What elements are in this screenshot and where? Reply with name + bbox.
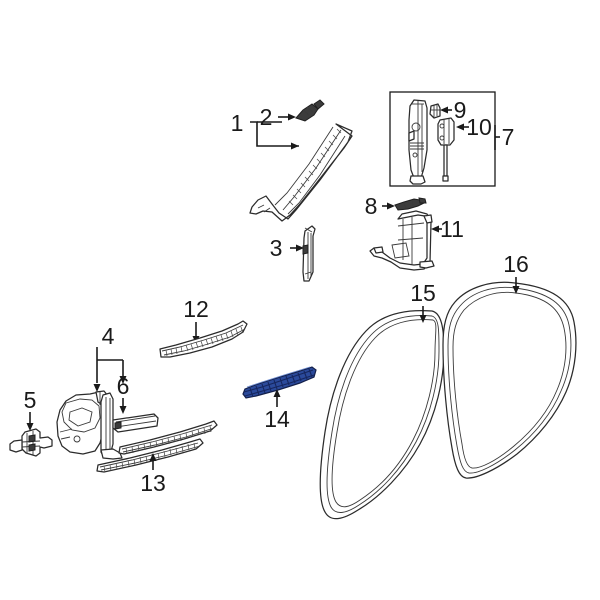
leader-line-2 <box>278 113 296 121</box>
leader-line-3 <box>290 244 304 252</box>
part-quarter-trim-bracket <box>394 197 427 211</box>
callout-label-5: 5 <box>24 387 37 413</box>
leader-line-15 <box>419 306 427 323</box>
part-rear-door-sill-plate-highlighted <box>242 366 317 407</box>
part-seat-belt-anchor-cover <box>437 117 455 182</box>
callout-label-3: 3 <box>270 235 283 261</box>
leader-line-1 <box>250 121 299 150</box>
part-group-center-pillar-inset <box>389 91 500 187</box>
leader-line-16 <box>512 277 520 294</box>
part-cowl-side-trim-panel <box>56 390 123 460</box>
callout-label-2: 2 <box>260 104 273 130</box>
part-center-pillar-trim <box>408 99 428 185</box>
part-center-pillar-upper-clip <box>429 103 441 119</box>
part-pillar-trim-clip <box>295 99 325 122</box>
part-cowl-trim-cover <box>112 413 159 433</box>
callout-label-10: 10 <box>466 114 492 140</box>
part-front-pillar-trim <box>249 123 353 222</box>
part-group-sill-12 <box>159 320 248 358</box>
part-group-quarter-trim <box>369 197 442 271</box>
leader-line-10 <box>456 123 469 131</box>
callout-label-9: 9 <box>454 97 467 123</box>
part-group-cowl-trim <box>9 347 159 460</box>
leader-line-8 <box>382 202 395 210</box>
part-front-door-weatherstrip-seal <box>319 306 445 520</box>
callout-label-14: 14 <box>264 406 290 432</box>
part-front-door-sill-plate-upper <box>159 320 248 358</box>
leader-line-9 <box>440 106 452 114</box>
part-group-front-pillar-trim <box>249 99 353 282</box>
leader-line-11 <box>431 225 442 233</box>
part-rear-door-weatherstrip-seal <box>442 277 577 479</box>
part-quarter-trim-panel <box>369 210 435 271</box>
leader-line-4 <box>93 347 127 392</box>
callout-label-12: 12 <box>183 296 209 322</box>
callout-label-11: 11 <box>440 216 464 242</box>
leader-line-14 <box>273 389 281 407</box>
callout-label-7: 7 <box>502 124 515 150</box>
callout-label-8: 8 <box>365 193 378 219</box>
part-cowl-trim-retainer-clip <box>9 428 53 457</box>
callout-label-4: 4 <box>102 323 115 349</box>
callout-label-16: 16 <box>503 251 529 277</box>
leader-line-13 <box>149 453 157 470</box>
leader-line-6 <box>119 398 127 414</box>
callout-label-6: 6 <box>117 373 130 399</box>
callout-labels: 1 2 3 4 5 6 7 8 9 10 11 12 13 14 15 16 <box>24 97 529 496</box>
part-group-sill-13 <box>96 420 218 473</box>
part-front-door-sill-plate-upper-strip <box>118 420 218 455</box>
leader-line-5 <box>26 412 34 431</box>
callout-label-15: 15 <box>410 280 436 306</box>
callout-label-13: 13 <box>140 470 166 496</box>
callout-label-1: 1 <box>231 110 244 136</box>
part-pillar-reinforcement-strip <box>302 225 316 282</box>
